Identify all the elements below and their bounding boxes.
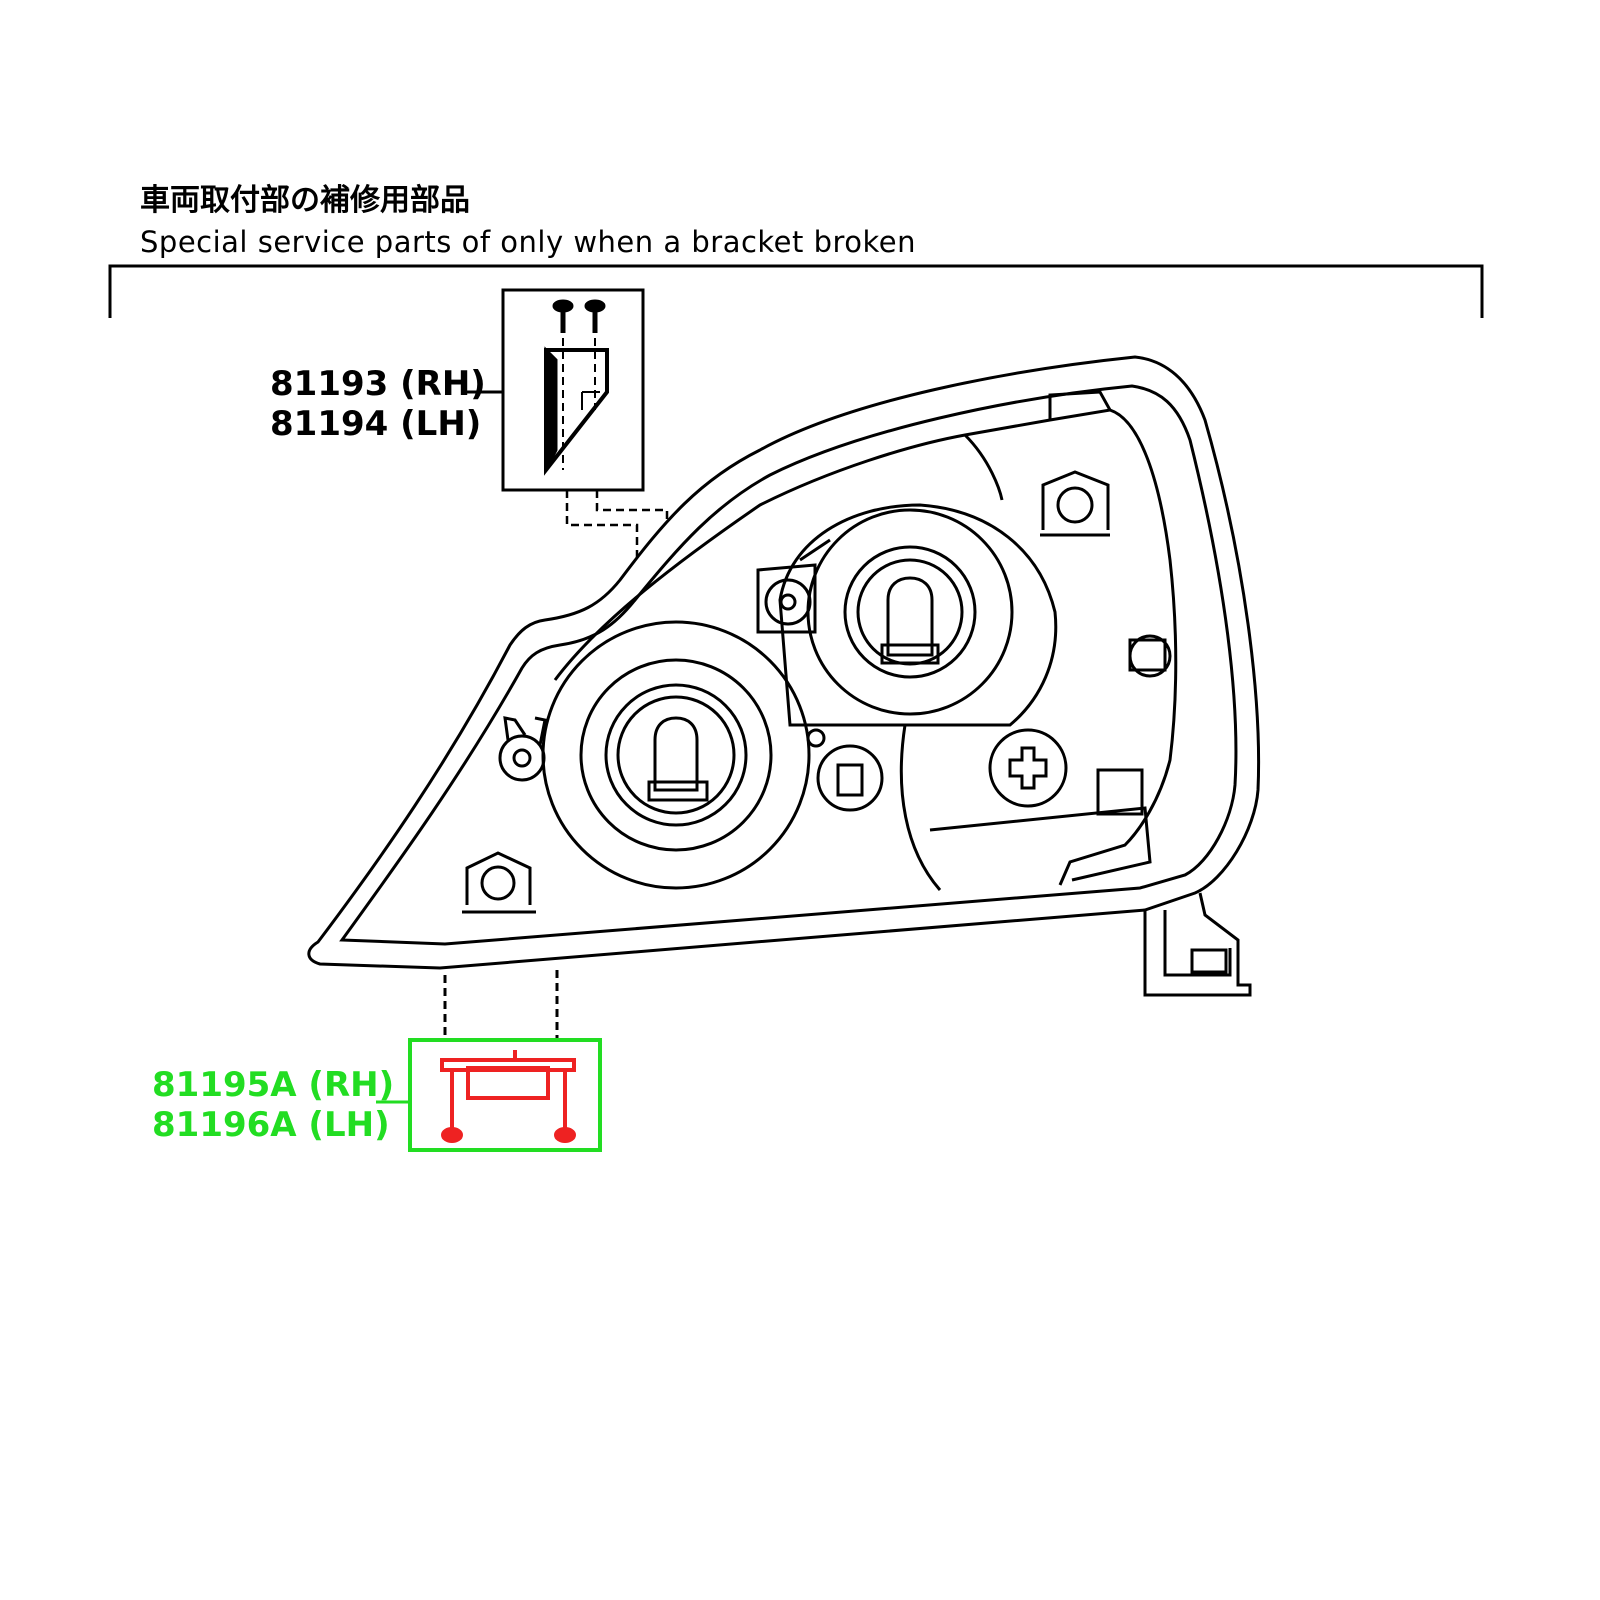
screw-icon bbox=[554, 1070, 576, 1143]
screw-icon bbox=[441, 1070, 463, 1143]
heading-english: Special service parts of only when a bra… bbox=[140, 225, 917, 259]
callout-upper-line1: 81193 (RH) bbox=[270, 364, 486, 404]
upper-leader-dashed-2 bbox=[595, 490, 669, 520]
section-bracket bbox=[108, 264, 1484, 318]
turn-signal-area bbox=[806, 724, 1152, 891]
high-beam-bulb-icon bbox=[880, 576, 940, 665]
aim-screw-right bbox=[1128, 634, 1172, 678]
headlamp-housing bbox=[307, 355, 1261, 997]
mounting-tab-left bbox=[498, 716, 547, 782]
screw-icon bbox=[584, 299, 606, 333]
callout-upper-line2: 81194 (LH) bbox=[270, 404, 482, 444]
low-beam-reflector bbox=[541, 620, 811, 890]
mounting-tab-top-right bbox=[1040, 470, 1110, 537]
upper-bracket-inset bbox=[466, 288, 645, 492]
high-beam-reflector bbox=[778, 503, 1058, 727]
bracket-plate bbox=[440, 1050, 576, 1100]
low-beam-bulb-icon bbox=[647, 716, 709, 802]
screw-icon bbox=[552, 299, 574, 333]
mounting-tab-bottom-left bbox=[462, 851, 536, 914]
heading-japanese: 車両取付部の補修用部品 bbox=[140, 183, 470, 218]
callout-lower-line2: 81196A (LH) bbox=[152, 1105, 390, 1145]
lower-bracket-inset bbox=[376, 1038, 602, 1152]
callout-lower-line1: 81195A (RH) bbox=[152, 1065, 395, 1105]
upper-leader-dashed bbox=[565, 490, 639, 560]
aim-screw-top bbox=[756, 538, 831, 634]
